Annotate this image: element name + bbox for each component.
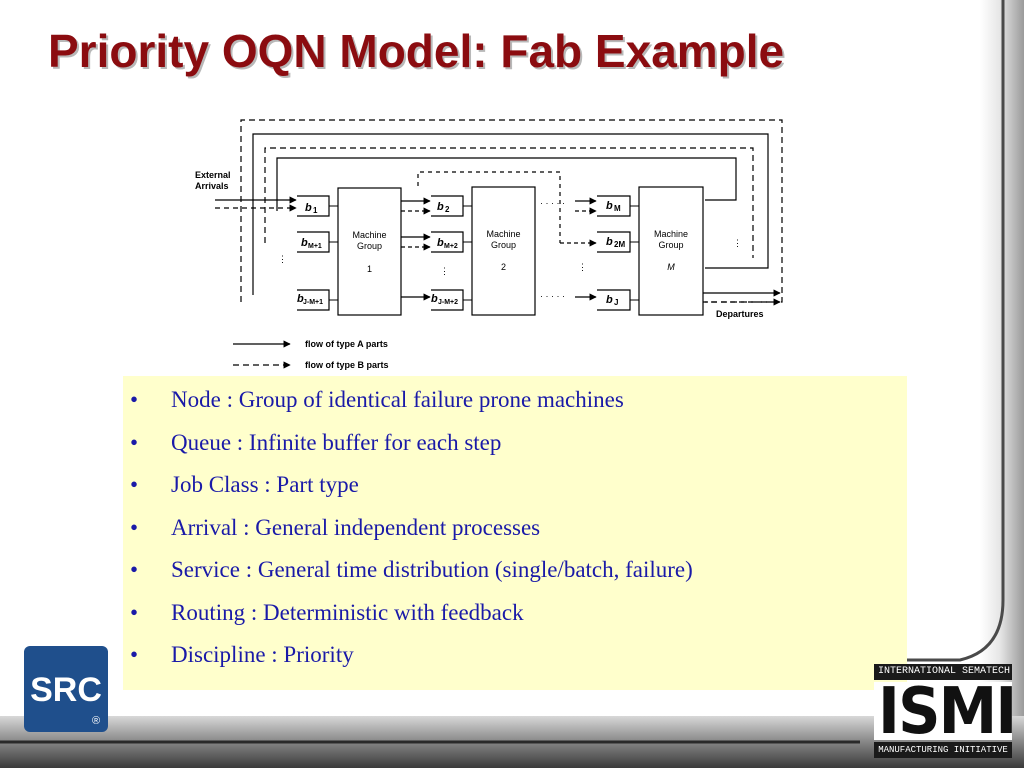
src-logo: SRC ®	[24, 646, 108, 732]
ismi-logo: INTERNATIONAL SEMATECH ISMI MANUFACTURIN…	[874, 664, 1017, 760]
svg-text:M+2: M+2	[444, 243, 458, 250]
dots-row-3: · · · · ·	[540, 291, 565, 301]
vertical-ellipsis-1: ⋮	[278, 254, 287, 264]
bullet-marker: •	[130, 599, 139, 625]
machine-group-1-index: 1	[367, 264, 372, 274]
buffer-b2M: b 2M	[597, 231, 631, 253]
machine-group-1-line1: Machine	[352, 230, 386, 240]
machine-group-2-line1: Machine	[486, 229, 520, 239]
svg-text:M+1: M+1	[308, 243, 322, 250]
svg-text:b: b	[606, 236, 613, 248]
bullet-text: Routing : Deterministic with feedback	[171, 599, 524, 625]
buffer-bJ: b J	[597, 289, 631, 311]
svg-text:b: b	[437, 237, 444, 249]
svg-text:b: b	[301, 237, 308, 249]
svg-text:M: M	[614, 204, 621, 213]
machine-group-M-line1: Machine	[654, 229, 688, 239]
svg-text:J-M+1: J-M+1	[303, 299, 323, 306]
svg-text:b: b	[606, 200, 613, 212]
bullet-list: • Node : Group of identical failure prone…	[123, 376, 907, 690]
bullet-item: • Arrival : General independent processes	[123, 510, 907, 553]
vertical-ellipsis-2: ⋮	[440, 266, 449, 276]
svg-text:b: b	[305, 202, 312, 214]
feedback-loops	[240, 119, 783, 303]
legend: flow of type A parts flow of type B part…	[233, 339, 389, 370]
bullet-text: Queue : Infinite buffer for each step	[171, 429, 502, 455]
legend-dashed-label: flow of type B parts	[305, 360, 389, 370]
svg-text:J-M+2: J-M+2	[438, 299, 458, 306]
bullet-item: • Service : General time distribution (si…	[123, 552, 907, 595]
external-arrivals-label-2: Arrivals	[195, 181, 229, 191]
ismi-logo-name: ISMI	[878, 675, 1017, 749]
bullet-marker: •	[130, 472, 139, 497]
bullet-marker: •	[130, 387, 139, 412]
machine-group-2-line2: Group	[491, 240, 516, 250]
machine-group-2-index: 2	[501, 262, 506, 272]
bullet-item: • Job Class : Part type	[123, 467, 907, 510]
bullet-marker: •	[130, 514, 139, 540]
departures-label: Departures	[716, 309, 764, 319]
ismi-logo-bottom-text: MANUFACTURING INITIATIVE	[874, 742, 1012, 758]
ismi-logo-wordmark: ISMI	[874, 675, 1017, 749]
buffer-bM1: b M+1	[297, 231, 330, 253]
vertical-ellipsis-4: ⋮	[733, 238, 742, 248]
svg-text:2M: 2M	[614, 240, 625, 249]
machine-group-M-box	[638, 186, 704, 316]
machine-group-1-line2: Group	[357, 241, 382, 251]
bullet-text: Service : General time distribution (sin…	[171, 557, 693, 582]
ismi-logo-top-text: INTERNATIONAL SEMATECH	[874, 664, 1012, 680]
bullet-text: Job Class : Part type	[171, 472, 359, 497]
svg-text:®: ®	[92, 715, 100, 727]
bullet-marker: •	[130, 557, 139, 582]
buffer-bJM2: b J-M+2	[431, 289, 464, 311]
machine-group-M-index: M	[667, 262, 675, 272]
bullet-item: • Discipline : Priority	[123, 637, 907, 680]
buffer-b1: b 1	[297, 195, 330, 217]
fab-network-diagram: External Arrivals b 1 b M+1 b J-M+1 ⋮ Ma…	[195, 119, 783, 370]
svg-text:b: b	[297, 293, 304, 305]
buffer-b2: b 2	[431, 195, 464, 217]
dots-row-1: · · · · ·	[540, 198, 565, 208]
external-arrivals-label-1: External	[195, 170, 231, 180]
buffer-bJM1: b J-M+1	[297, 289, 330, 311]
legend-solid-label: flow of type A parts	[305, 339, 388, 349]
src-logo-graphic: SRC ®	[30, 671, 102, 727]
bullet-marker: •	[130, 642, 139, 667]
bullet-marker: •	[130, 429, 139, 455]
svg-text:J: J	[614, 298, 618, 307]
machine-group-M-line2: Group	[658, 240, 683, 250]
svg-text:SRC: SRC	[30, 671, 102, 709]
bullet-item: • Node : Group of identical failure prone…	[123, 382, 907, 425]
svg-text:b: b	[606, 294, 613, 306]
bullet-text: Arrival : General independent processes	[171, 514, 541, 540]
svg-text:b: b	[437, 201, 444, 213]
svg-text:1: 1	[313, 206, 318, 215]
slide-title: Priority OQN Model: Fab Example	[48, 25, 785, 77]
bullet-item: • Routing : Deterministic with feedback	[123, 595, 907, 638]
machine-group-1-box	[337, 187, 402, 316]
bullet-text: Node : Group of identical failure prone …	[171, 387, 624, 412]
bullet-item: • Queue : Infinite buffer for each step	[123, 425, 907, 468]
machine-group-2-box	[471, 186, 536, 316]
svg-text:2: 2	[445, 205, 450, 214]
buffer-bM: b M	[597, 195, 631, 217]
bottom-band	[0, 716, 1024, 768]
svg-text:b: b	[431, 293, 438, 305]
bullet-text: Discipline : Priority	[171, 642, 354, 667]
buffer-bM2: b M+2	[431, 231, 464, 253]
vertical-ellipsis-3: ⋮	[578, 262, 587, 272]
